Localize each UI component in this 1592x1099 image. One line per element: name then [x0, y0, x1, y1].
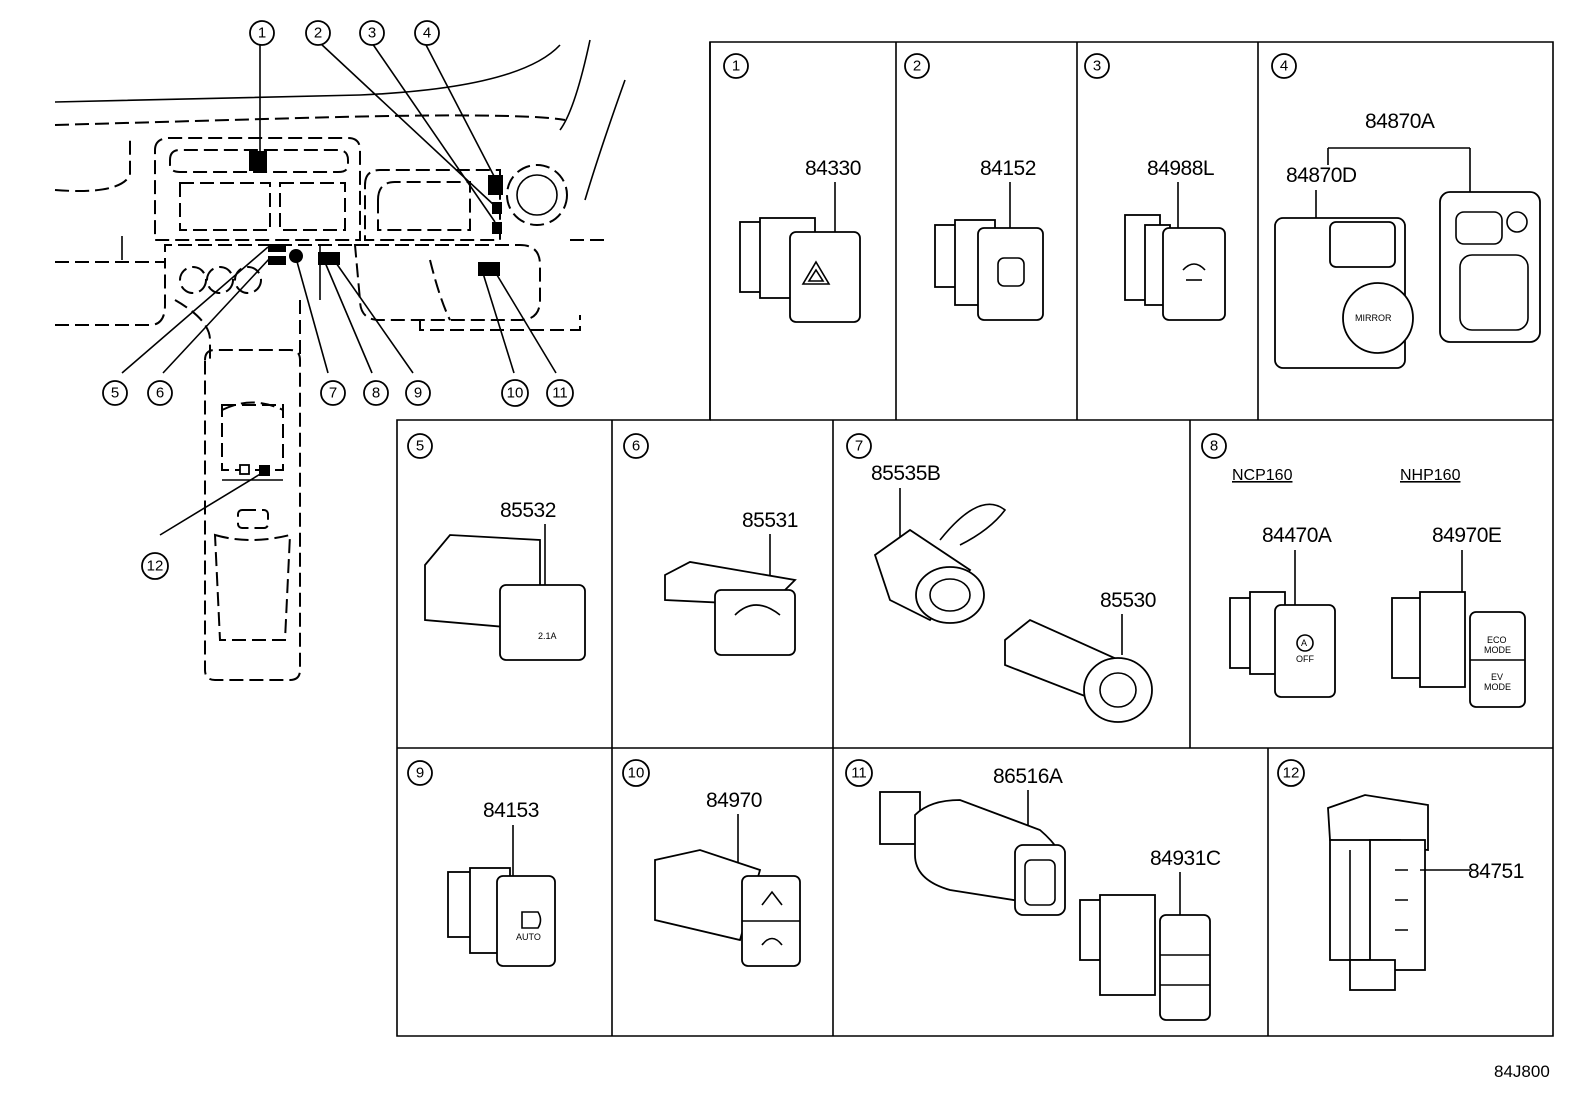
- svg-text:8: 8: [372, 385, 380, 402]
- panel-12-number: 12: [1283, 765, 1300, 782]
- part-number: 86516A: [993, 765, 1063, 788]
- panel-12: 12 84751: [1277, 759, 1524, 991]
- auto-label: AUTO: [516, 932, 541, 942]
- part-number: 84470A: [1262, 524, 1332, 547]
- panel-7-number: 7: [855, 438, 863, 455]
- drawing-code: 84J800: [1494, 1062, 1550, 1081]
- panel-4: 4 84870A 84870D MIRROR: [1271, 53, 1541, 369]
- part-number: 84330: [805, 157, 861, 180]
- callout-12: 12: [141, 552, 169, 580]
- part-number: 84153: [483, 799, 539, 822]
- panel-9-number: 9: [416, 765, 424, 782]
- icon-label: MODE: [1484, 682, 1511, 692]
- part-number: 85530: [1100, 589, 1156, 612]
- part-number: 85535B: [871, 462, 940, 485]
- svg-text:12: 12: [147, 558, 164, 575]
- panel-5: 5 85532 2.1A: [407, 433, 586, 661]
- callout-11: 11: [546, 379, 574, 407]
- callout-6: 6: [147, 380, 173, 406]
- part-number: 84931C: [1150, 847, 1221, 870]
- svg-text:1: 1: [258, 25, 266, 42]
- svg-text:7: 7: [329, 385, 337, 402]
- panel-8: 8 NCP160 NHP160 84470A A OFF 84970E ECO …: [1201, 433, 1526, 708]
- panel-4-number: 4: [1280, 58, 1288, 75]
- usb-rating-label: 2.1A: [538, 631, 557, 641]
- svg-text:3: 3: [368, 25, 376, 42]
- svg-text:5: 5: [111, 385, 119, 402]
- panel-11-number: 11: [851, 765, 867, 782]
- panel-3: 3 84988L: [1084, 53, 1226, 321]
- svg-text:4: 4: [423, 25, 431, 42]
- dashboard-overview: [54, 39, 626, 681]
- part-number: 84751: [1468, 860, 1524, 883]
- icon-label: MODE: [1484, 645, 1511, 655]
- panel-2: 2 84152: [904, 53, 1044, 321]
- panel-1: 1 84330: [723, 53, 861, 323]
- callout-5: 5: [102, 380, 128, 406]
- part-number: 84152: [980, 157, 1036, 180]
- callout-8: 8: [363, 380, 389, 406]
- part-number: 85531: [742, 509, 798, 532]
- callout-10: 10: [501, 379, 529, 407]
- svg-text:6: 6: [156, 385, 164, 402]
- callout-9: 9: [405, 380, 431, 406]
- variant-label: NCP160: [1232, 467, 1293, 484]
- callout-2: 2: [305, 20, 331, 46]
- panel-11: 11 86516A 84931C: [845, 759, 1221, 1021]
- icon-label: OFF: [1296, 654, 1314, 664]
- part-number: 84988L: [1147, 157, 1214, 180]
- part-number: 84870D: [1286, 164, 1357, 187]
- svg-text:2: 2: [314, 25, 322, 42]
- panel-6: 6 85531: [623, 433, 798, 656]
- panel-grid: [396, 41, 1554, 1037]
- svg-text:9: 9: [414, 385, 422, 402]
- panel-10-number: 10: [628, 765, 645, 782]
- callout-1: 1: [249, 20, 275, 46]
- part-number: 85532: [500, 499, 556, 522]
- part-number: 84870A: [1365, 110, 1435, 133]
- icon-label: A: [1301, 638, 1307, 648]
- callout-7: 7: [320, 380, 346, 406]
- svg-text:11: 11: [552, 385, 568, 402]
- variant-label: NHP160: [1400, 467, 1461, 484]
- panel-2-number: 2: [913, 58, 921, 75]
- icon-label: ECO: [1487, 635, 1507, 645]
- panel-3-number: 3: [1093, 58, 1101, 75]
- panel-6-number: 6: [632, 438, 640, 455]
- panel-7: 7 85535B 85530: [846, 433, 1156, 723]
- callout-4: 4: [414, 20, 440, 46]
- panel-9: 9 84153 AUTO: [407, 760, 556, 967]
- overview-callouts: 1 2 3 4 5 6 7 8 9 10 11 12: [102, 20, 574, 580]
- panel-10: 10 84970: [622, 759, 801, 967]
- icon-label: EV: [1491, 672, 1503, 682]
- part-number: 84970: [706, 789, 762, 812]
- part-number: 84970E: [1432, 524, 1502, 547]
- mirror-label: MIRROR: [1355, 313, 1392, 323]
- panel-1-number: 1: [732, 58, 740, 75]
- callout-3: 3: [359, 20, 385, 46]
- panel-8-number: 8: [1210, 438, 1218, 455]
- svg-text:10: 10: [507, 385, 524, 402]
- panel-5-number: 5: [416, 438, 424, 455]
